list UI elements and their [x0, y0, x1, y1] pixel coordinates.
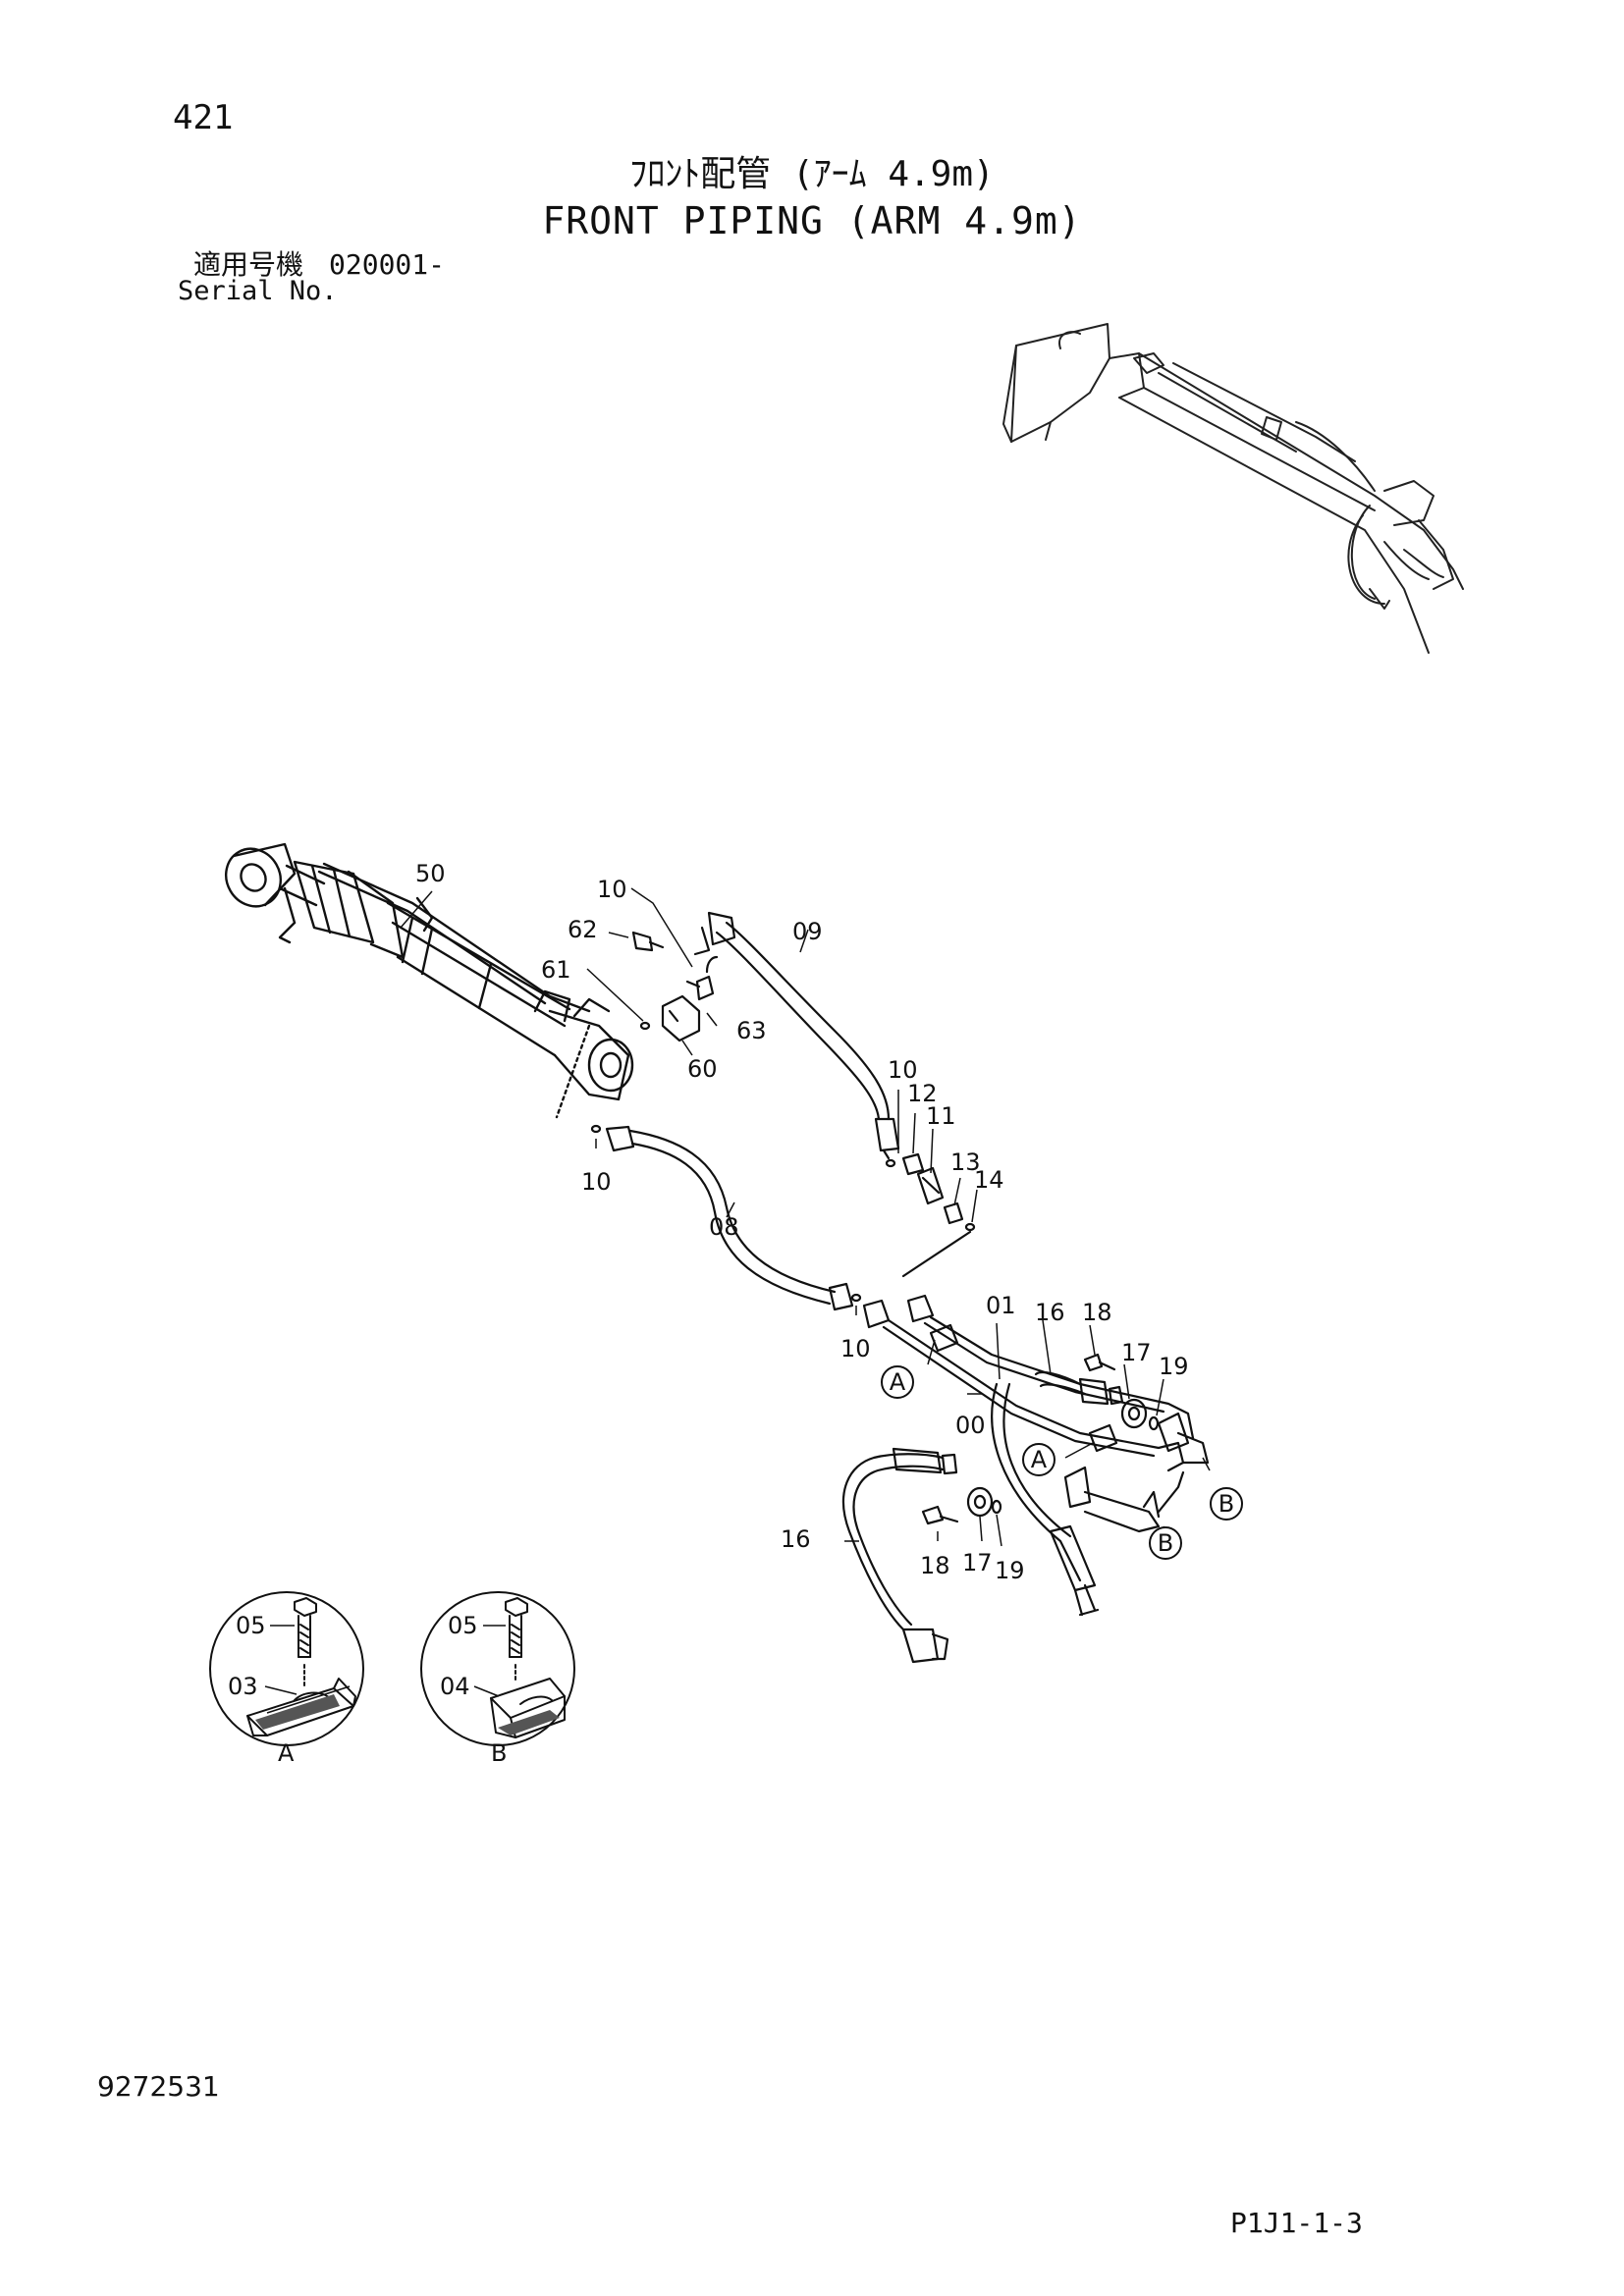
callout-17: 17: [962, 1549, 993, 1576]
callout-19: 19: [995, 1557, 1025, 1584]
hose-16-lower: [841, 1447, 1002, 1664]
callout-16: 16: [1035, 1299, 1065, 1326]
valve-block-60: [631, 931, 719, 1042]
hose-09: [693, 911, 900, 1168]
title-japanese: ﾌﾛﾝﾄ配管 (ｱｰﾑ 4.9m): [629, 154, 995, 194]
callout-13: 13: [950, 1148, 981, 1176]
leader-lines: [400, 887, 1211, 1547]
marker-a: A: [1022, 1443, 1056, 1476]
fittings-11-14: [901, 1152, 976, 1278]
callout-17: 17: [1121, 1339, 1152, 1366]
callout-19: 19: [1159, 1353, 1189, 1380]
callout-09: 09: [792, 918, 823, 945]
marker-a-label: A: [1031, 1446, 1048, 1473]
callout-00: 00: [955, 1412, 986, 1439]
serial-number-value: 020001-: [329, 248, 446, 281]
document-number: 9272531: [97, 2070, 220, 2103]
marker-b-label: B: [1158, 1529, 1173, 1557]
excavator-arm-thumbnail: [1002, 323, 1464, 654]
callout-01: 01: [986, 1292, 1016, 1319]
callout-62: 62: [568, 916, 598, 943]
callout-61: 61: [541, 956, 571, 984]
detail-a: 05 03 A: [209, 1591, 364, 1767]
marker-b-label: B: [1218, 1490, 1234, 1518]
serial-label-japanese: 適用号機: [193, 248, 304, 281]
arm-cylinder: [225, 842, 634, 1119]
detail-a-label: A: [278, 1739, 295, 1767]
callout-50: 50: [415, 860, 446, 887]
marker-b: B: [1210, 1487, 1243, 1521]
callout-18: 18: [1082, 1299, 1112, 1326]
callout-14: 14: [974, 1166, 1004, 1194]
marker-a: A: [881, 1365, 914, 1399]
detail-b: 05 04 B: [420, 1591, 575, 1767]
detail-b-clamp-callout: 04: [440, 1673, 470, 1700]
detail-b-label: B: [491, 1739, 507, 1767]
detail-b-bolt-callout: 05: [448, 1612, 478, 1639]
callout-12: 12: [907, 1080, 938, 1107]
callout-11: 11: [926, 1102, 956, 1130]
detail-a-clamp-callout: 03: [228, 1673, 258, 1700]
serial-label-english: Serial No.: [178, 276, 338, 306]
marker-a-label: A: [890, 1368, 906, 1396]
callout-16: 16: [781, 1525, 811, 1553]
steel-pipes: [862, 1294, 1210, 1533]
hose-08: [590, 1124, 862, 1311]
page-number: 421: [173, 98, 234, 137]
callout-63: 63: [736, 1017, 767, 1044]
callout-60: 60: [687, 1055, 718, 1083]
marker-b: B: [1149, 1526, 1182, 1560]
title-english: FRONT PIPING (ARM 4.9m): [542, 199, 1082, 242]
page-code: P1J1-1-3: [1230, 2207, 1363, 2239]
callout-10: 10: [581, 1168, 612, 1196]
callout-10: 10: [888, 1056, 918, 1084]
pipe-01: [991, 1382, 1100, 1617]
callout-08: 08: [709, 1213, 739, 1241]
hose-16-upper: [1034, 1353, 1160, 1431]
callout-10: 10: [597, 876, 627, 903]
callout-10: 10: [840, 1335, 871, 1362]
callout-18: 18: [920, 1552, 950, 1579]
detail-a-bolt-callout: 05: [236, 1612, 266, 1639]
